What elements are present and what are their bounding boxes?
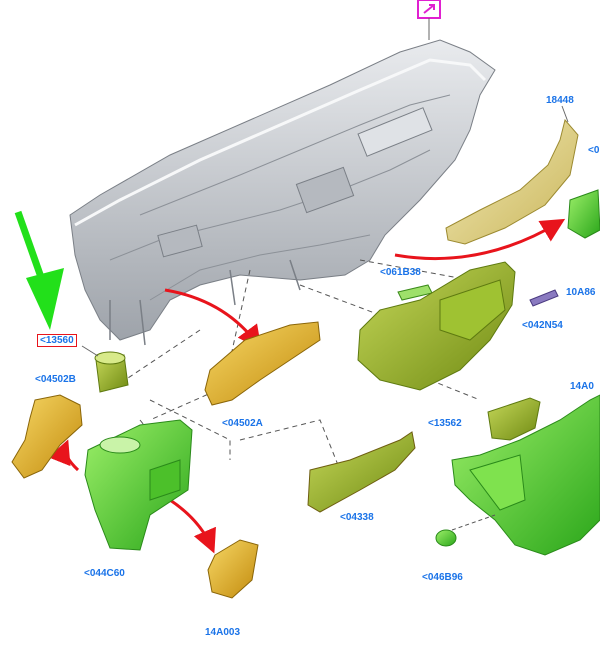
- dashed-leaders: [109, 259, 501, 520]
- small-cover-part: [207, 539, 259, 599]
- part-label-04502B: <04502B: [35, 374, 76, 385]
- leader-line: [81, 345, 99, 357]
- part-label-13560: <13560: [37, 334, 77, 347]
- leader-line: [561, 105, 569, 123]
- part-label-046B96: <046B96: [422, 572, 463, 583]
- plug-part: [435, 529, 457, 547]
- console-bracket-part: [451, 394, 600, 556]
- left-bracket-part: [11, 394, 83, 479]
- part-label-14A003: 14A003: [205, 627, 241, 638]
- storage-bin-part: [487, 397, 541, 441]
- right-bracket-part: [204, 321, 321, 406]
- part-label-061B38: <061B38: [380, 267, 421, 278]
- flow-arrows: [48, 218, 566, 554]
- part-label-04502A: <04502A: [222, 418, 263, 429]
- bracket-part: [567, 189, 600, 239]
- lower-panel-part: [357, 261, 516, 391]
- part-label-044C60: <044C60: [84, 568, 125, 579]
- part-label-18448: 18448: [546, 95, 574, 106]
- part-label-10A86: 10A86: [566, 287, 596, 298]
- expand-arrow-icon[interactable]: [417, 0, 441, 19]
- part-label-0-truncated: <0: [588, 145, 600, 156]
- part-label-04338: <04338: [340, 512, 374, 523]
- pointer-arrow-icon: [14, 210, 64, 330]
- trim-panel-part: [445, 118, 579, 245]
- fastener-part: [529, 289, 559, 307]
- cup-holder-insert-part: [94, 351, 129, 393]
- lower-trim-strip-part: [307, 431, 416, 513]
- part-label-042N54: <042N54: [522, 320, 563, 331]
- center-console-part: [84, 419, 193, 551]
- leader-line: [451, 514, 496, 531]
- part-label-13562: <13562: [428, 418, 462, 429]
- instrument-panel-part: [69, 39, 496, 346]
- part-label-14A0: 14A0: [570, 381, 594, 392]
